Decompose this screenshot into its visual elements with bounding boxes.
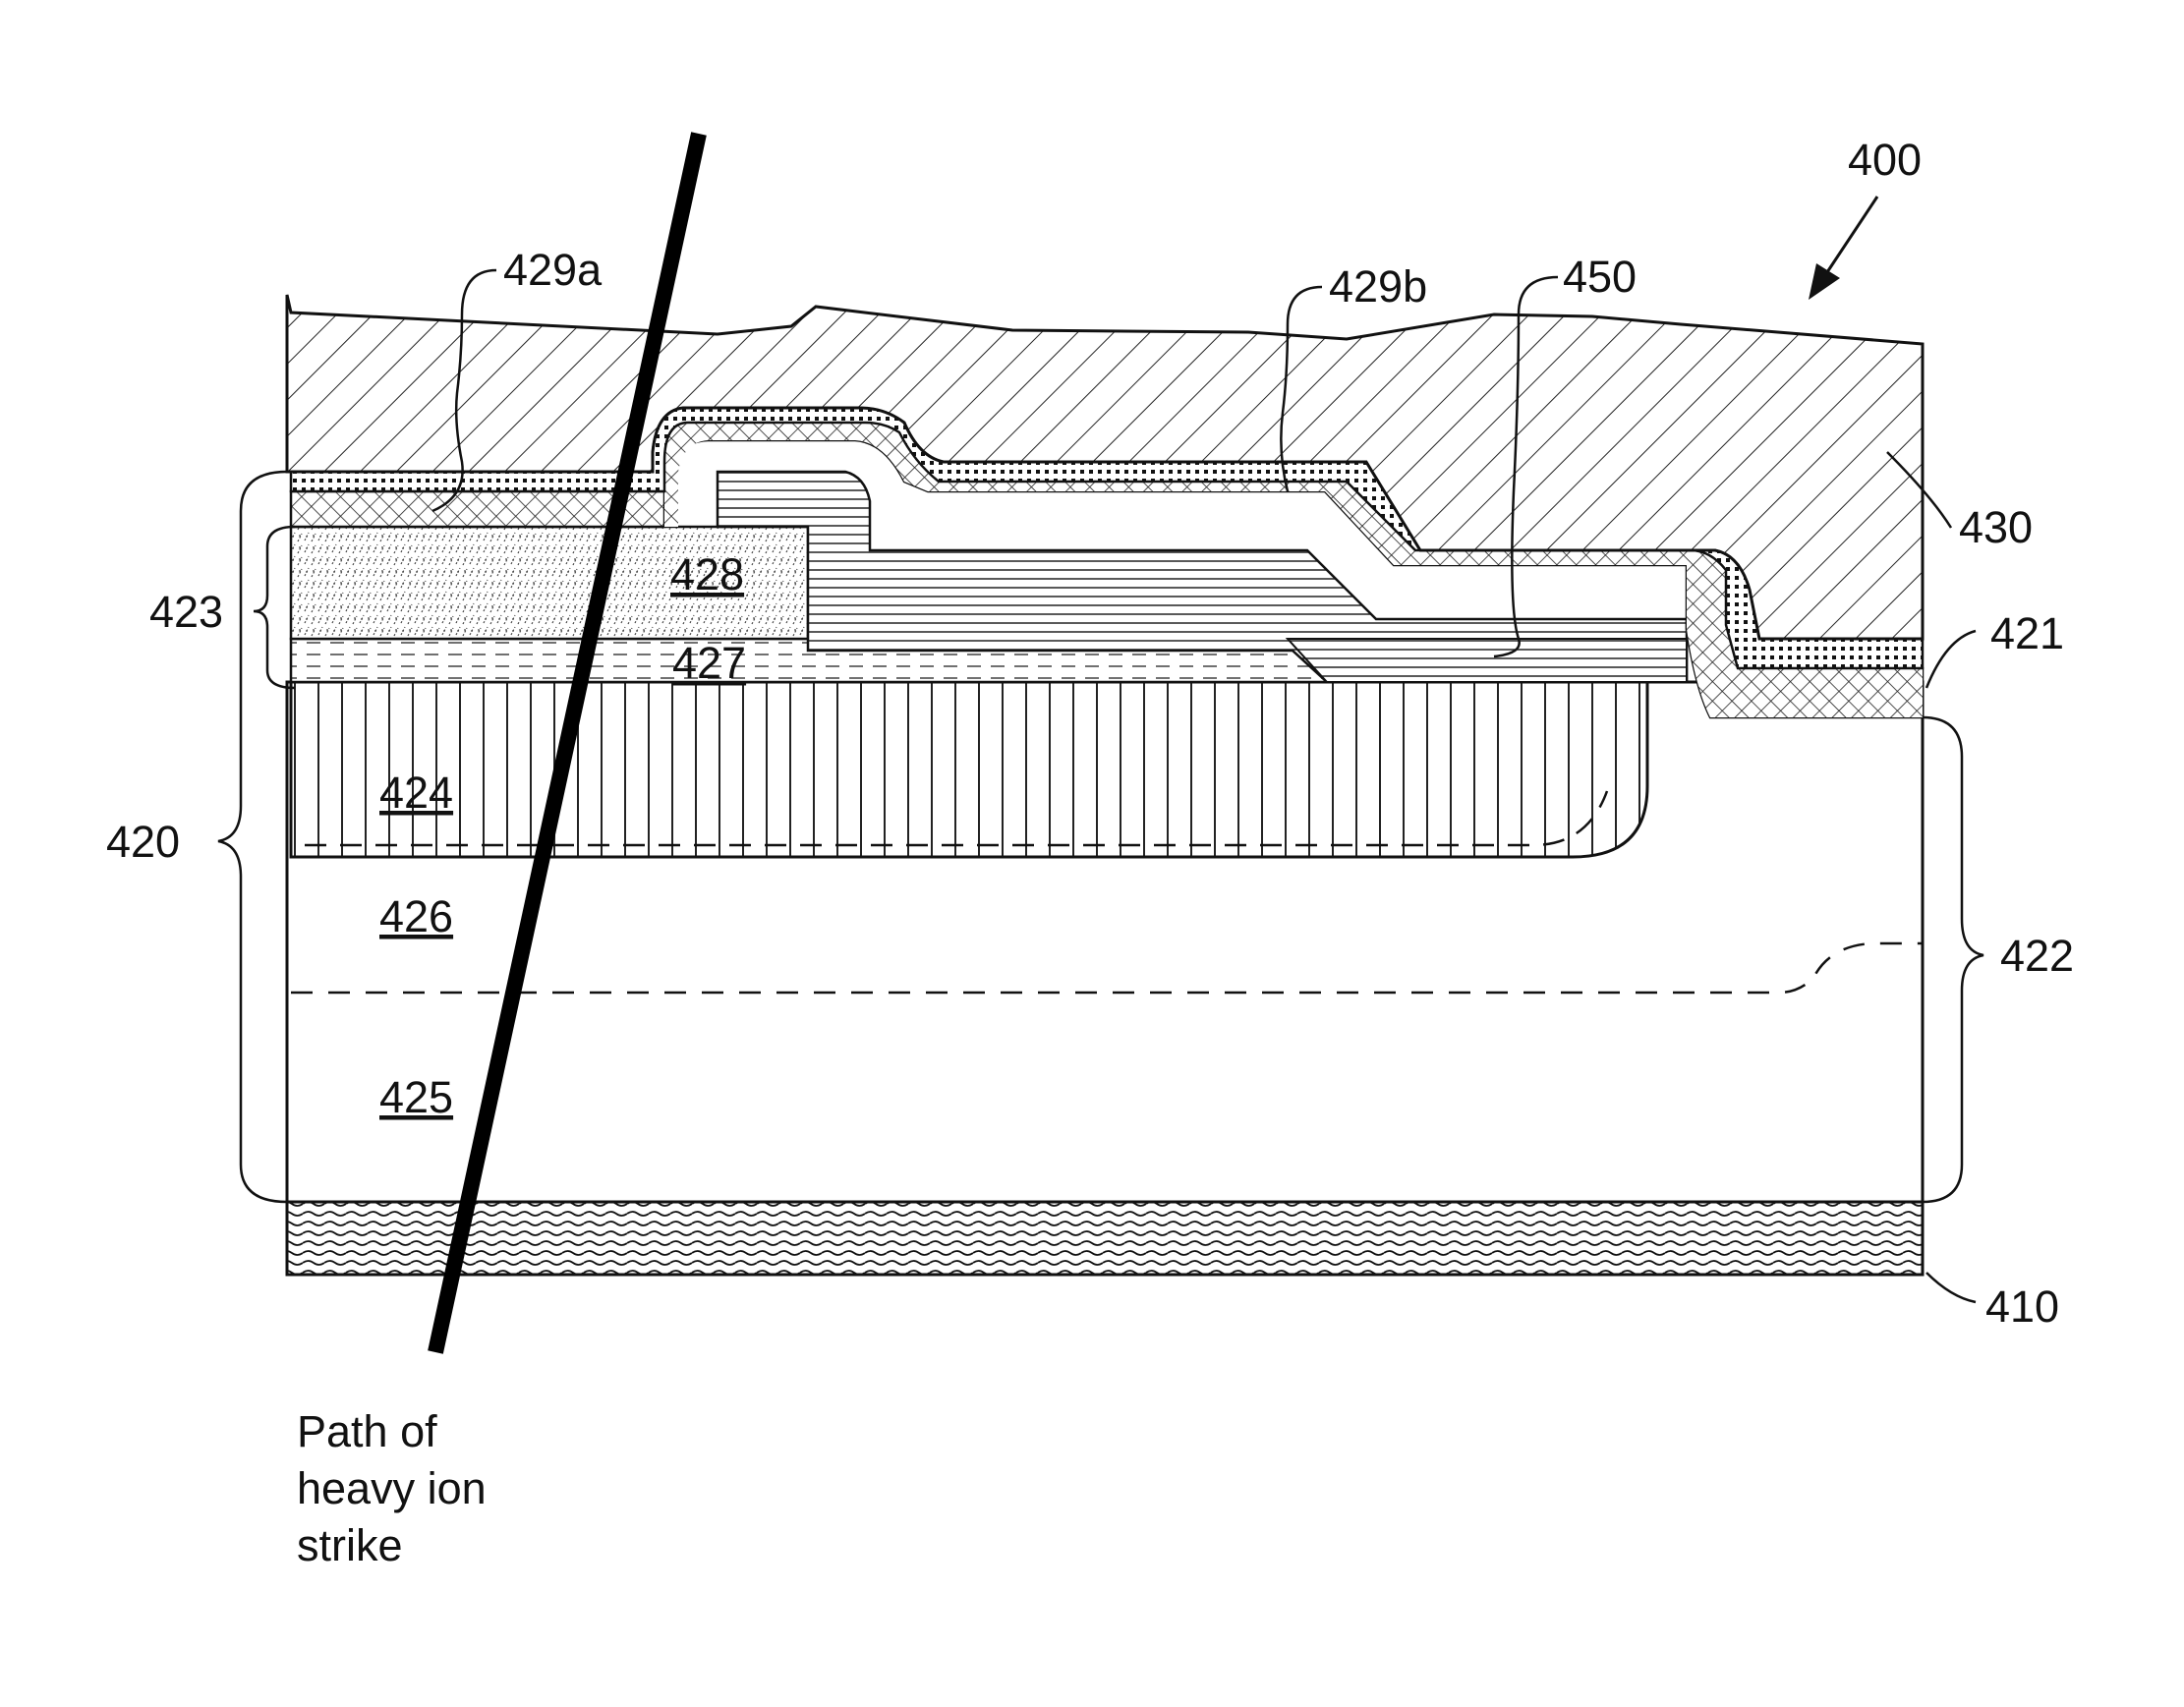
label-422: 422 bbox=[2000, 931, 2074, 981]
label-424: 424 bbox=[379, 768, 453, 818]
caption-line-2: heavy ion bbox=[297, 1463, 487, 1513]
label-421: 421 bbox=[1990, 608, 2064, 658]
label-430: 430 bbox=[1959, 502, 2033, 552]
leader-410 bbox=[1926, 1273, 1976, 1302]
layer-410-substrate bbox=[287, 1202, 1923, 1275]
caption-line-1: Path of bbox=[297, 1406, 437, 1456]
ref-400-arrowhead bbox=[1809, 263, 1840, 300]
brace-422 bbox=[1923, 717, 1983, 1202]
caption-line-3: strike bbox=[297, 1520, 403, 1570]
label-410: 410 bbox=[1985, 1281, 2059, 1332]
leader-421 bbox=[1926, 631, 1976, 688]
brace-420 bbox=[218, 472, 287, 1202]
brace-423 bbox=[254, 527, 295, 688]
label-425: 425 bbox=[379, 1072, 453, 1122]
label-400: 400 bbox=[1848, 135, 1922, 185]
label-429a: 429a bbox=[503, 245, 603, 295]
label-426: 426 bbox=[379, 891, 453, 941]
label-423: 423 bbox=[149, 587, 223, 637]
ref-400-arrow-shaft bbox=[1823, 197, 1877, 278]
label-428: 428 bbox=[670, 549, 744, 599]
label-420: 420 bbox=[106, 817, 180, 867]
layer-450 bbox=[1288, 639, 1687, 682]
label-427: 427 bbox=[672, 638, 746, 688]
region-424 bbox=[291, 682, 1647, 857]
label-429b: 429b bbox=[1329, 261, 1427, 312]
label-450: 450 bbox=[1563, 252, 1637, 302]
